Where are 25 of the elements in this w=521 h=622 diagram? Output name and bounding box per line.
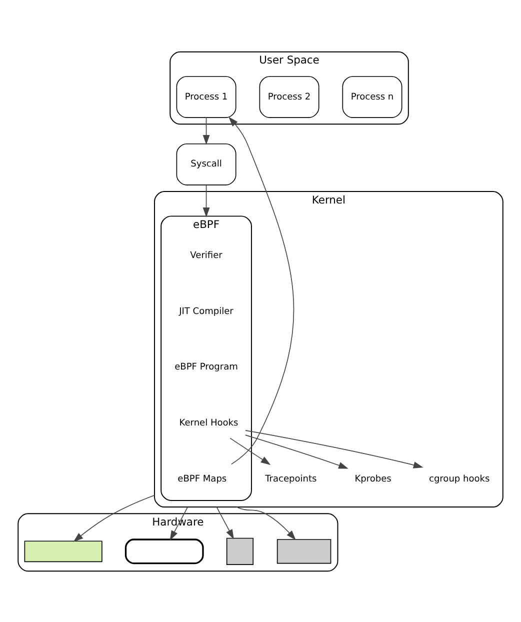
- arrow: [216, 506, 234, 539]
- node-text: Verifier: [190, 250, 222, 260]
- node-text: Kprobes: [354, 474, 392, 484]
- arrow: [202, 184, 210, 217]
- arrow: [236, 506, 296, 540]
- arrow: [228, 116, 294, 464]
- arrow: [245, 434, 348, 468]
- node-text: Tracepoints: [265, 474, 317, 484]
- node-text: eBPF Maps: [178, 474, 227, 484]
- arrow: [230, 437, 271, 464]
- node-box: [226, 537, 254, 564]
- node-box: Process 2: [259, 76, 320, 118]
- node-text: cgroup hooks: [429, 474, 490, 484]
- node-box: [276, 538, 332, 564]
- arrow: [202, 116, 210, 144]
- arrow: [73, 494, 155, 542]
- node-box: [124, 538, 204, 564]
- node-box: Process 1: [176, 76, 236, 118]
- node-text: Kernel Hooks: [179, 418, 238, 428]
- node-box: Syscall: [176, 142, 236, 185]
- node-box: Process n: [342, 76, 402, 118]
- arrow: [245, 430, 424, 468]
- node-text: eBPF Program: [174, 362, 238, 372]
- node-text: JIT Compiler: [179, 306, 234, 316]
- node-box: [24, 540, 102, 562]
